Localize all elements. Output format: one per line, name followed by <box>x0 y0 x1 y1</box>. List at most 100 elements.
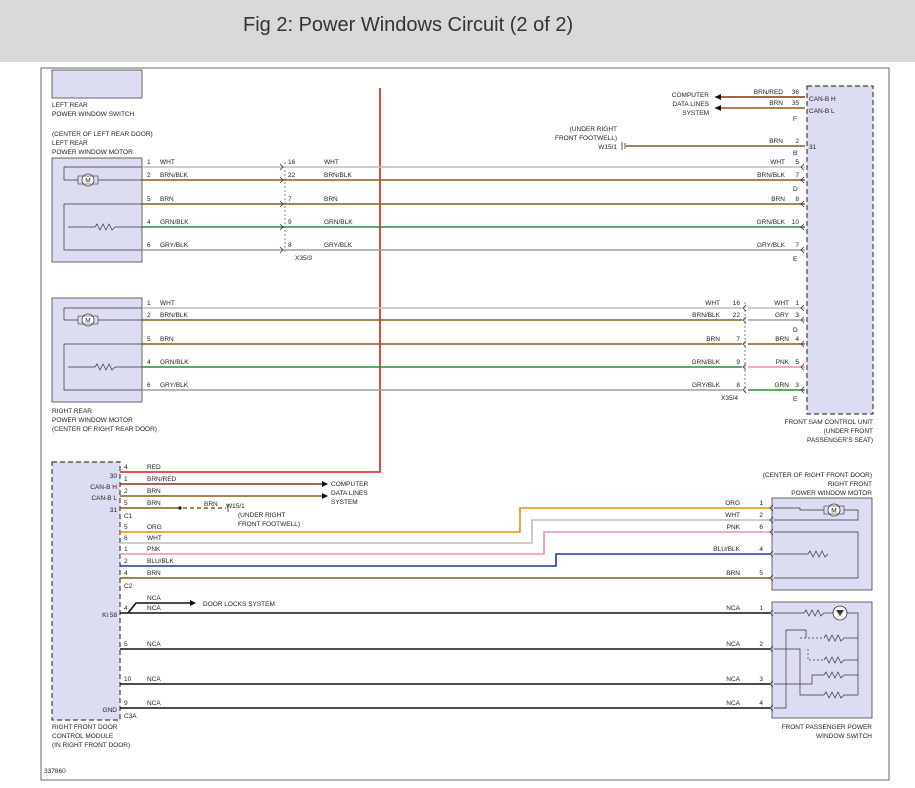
module-top-color-0: RED <box>147 464 161 471</box>
x35-4-chevron-3 <box>742 363 747 371</box>
rf-motor-chevron-1 <box>769 516 774 524</box>
left-rear-motor-color-3: GRN/BLK <box>160 219 189 226</box>
front-sam-label-line-0: FRONT SAM CONTROL UNIT <box>785 419 874 426</box>
rf-switch-color-0: NCA <box>726 605 740 612</box>
sam-top-pin-2: 2 <box>795 138 799 145</box>
front-sam-label-line-2: PASSENGER'S SEAT) <box>807 437 873 444</box>
right-rear-sam-pin-3: 5 <box>795 359 799 366</box>
left-rear-motor-symbol-circle <box>81 173 95 187</box>
rf-motor-color-4: BRN <box>726 570 740 577</box>
left-rear-switch-box <box>51 69 143 99</box>
right-rear-sam-chevron-1 <box>800 316 805 324</box>
module-c2-color-3: BLU/BLK <box>147 558 174 565</box>
right-rear-sam-chevron-2 <box>800 340 805 348</box>
x35-4-pin-0: 16 <box>733 300 741 307</box>
left-rear-switch-label-line-1: POWER WINDOW SWITCH <box>52 111 135 118</box>
x35-4-color-4: GRY/BLK <box>692 382 721 389</box>
left-rear-resistor <box>94 223 116 231</box>
left-rear-motor-lead-a <box>63 166 142 181</box>
page-title: Fig 2: Power Windows Circuit (2 of 2) <box>243 14 574 36</box>
right-front-motor-symbol-circle <box>827 503 841 517</box>
module-top-color-2: BRN <box>147 488 161 495</box>
rf-motor-lead-a <box>774 507 824 511</box>
module-top-pin-2: 2 <box>124 488 128 495</box>
right-rear-motor-label-line-2: (CENTER OF RIGHT REAR DOOR) <box>52 426 157 433</box>
right-front-motor-box <box>771 497 873 591</box>
rf-motor-color-2: PNK <box>727 524 741 531</box>
rf-switch-pin-1: 2 <box>759 641 763 648</box>
module-pin-label-can-b-l: CAN-B L <box>91 495 117 502</box>
right-rear-sam-chevron-0 <box>800 304 805 312</box>
rf-motor-wire-2 <box>120 531 770 555</box>
x35-3-chevron-1 <box>279 176 284 184</box>
module-c3-pin-2: 10 <box>124 676 132 683</box>
module-c2-color-4: BRN <box>147 570 161 577</box>
sam-top-color-1: BRN <box>769 100 783 107</box>
module-pin-label-kl58: Kl 58 <box>102 612 117 619</box>
x35-4-pin-2: 7 <box>736 336 740 343</box>
left-rear-sam-chevron-4 <box>800 246 805 254</box>
right-rear-sam-color-2: BRN <box>775 336 789 343</box>
left-rear-sam-pin-1: 7 <box>795 172 799 179</box>
right-rear-sam-color-3: PNK <box>776 359 790 366</box>
left-rear-switch-label-line-0: LEFT REAR <box>52 102 88 109</box>
rf-switch-lead-2 <box>774 648 824 696</box>
rf-resistor <box>807 550 829 558</box>
computer-data-lines-mid-label-line-0: COMPUTER <box>331 481 369 488</box>
module-top-color-3: BRN <box>147 500 161 507</box>
left-rear-motor-label-line-2: POWER WINDOW MOTOR <box>52 149 133 156</box>
computer-data-lines-mid-label-line-2: SYSTEM <box>331 499 358 506</box>
rf-motor-pin-0: 1 <box>759 500 763 507</box>
x35-4-color-1: BRN/BLK <box>692 312 720 319</box>
module-c2-pin-2: 1 <box>124 546 128 553</box>
sam-top-pin-1: 35 <box>792 100 800 107</box>
module-c2-color-2: PNK <box>147 546 161 553</box>
rf-switch-resistor-5 <box>823 691 845 699</box>
module-c3-color-3: NCA <box>147 700 161 707</box>
right-front-door-module-label-line-2: (IN RIGHT FRONT DOOR) <box>52 742 130 749</box>
rf-motor-lead-b <box>774 509 859 521</box>
w15-top-label-line-0: (UNDER RIGHT <box>570 126 617 133</box>
left-rear-motor-pin-2: 5 <box>147 196 151 203</box>
right-rear-sam-pin-1: 3 <box>795 312 799 319</box>
sam-pin-label-can-b-l: CAN-B L <box>809 108 835 115</box>
x35-3-pin-1: 22 <box>288 172 296 179</box>
right-rear-motor-lead-a <box>63 307 142 321</box>
x35-4-chevron-1 <box>742 316 747 324</box>
right-rear-motor-pin-3: 4 <box>147 359 151 366</box>
rf-switch-color-1: NCA <box>726 641 740 648</box>
right-rear-motor-color-4: GRY/BLK <box>160 382 189 389</box>
door-locks-wire-color: NCA <box>147 595 161 602</box>
right-rear-motor-color-0: WHT <box>160 300 175 307</box>
sam-top-pin-0: 36 <box>792 89 800 96</box>
x35-3-chevron-3 <box>279 223 284 231</box>
x35-3-color-4: GRY/BLK <box>324 242 353 249</box>
x35-3-color-0: WHT <box>324 159 339 166</box>
left-rear-motor-box <box>51 157 143 263</box>
w15-mid-label-line-1: (UNDER RIGHT <box>238 512 285 519</box>
left-rear-sam-chevron-1 <box>800 176 805 184</box>
module-c2-pin-3: 2 <box>124 558 128 565</box>
right-front-motor-label-line-0: (CENTER OF RIGHT FRONT DOOR) <box>763 472 872 479</box>
left-rear-motor-label-line-1: LEFT REAR <box>52 140 88 147</box>
rf-switch-contact-2 <box>807 649 824 661</box>
left-rear-sam-color-3: GRN/BLK <box>756 219 785 226</box>
rf-switch-lead-3 <box>774 674 824 685</box>
module-top-arrow-1 <box>322 481 328 487</box>
sam-pin-label-d: D <box>793 186 798 193</box>
rf-motor-pin-1: 2 <box>759 512 763 519</box>
right-front-motor-symbol-label: M <box>831 508 836 515</box>
right-rear-motor-pin-0: 1 <box>147 300 151 307</box>
rf-switch-diode <box>836 610 844 616</box>
rf-sensor-loop <box>774 531 859 579</box>
sam-pin-label-b: B <box>793 150 797 157</box>
x35-4-color-2: BRN <box>706 336 720 343</box>
computer-data-lines-top-label-line-0: COMPUTER <box>672 92 710 99</box>
x35-3-color-3: GRN/BLK <box>324 219 353 226</box>
right-rear-motor-label-line-0: RIGHT REAR <box>52 408 92 415</box>
sam-pin-label-f: E <box>793 256 798 263</box>
x35-3-pin-3: 9 <box>288 219 292 226</box>
right-rear-sam-pin-4: 3 <box>795 382 799 389</box>
rf-motor-color-0: ORG <box>725 500 740 507</box>
